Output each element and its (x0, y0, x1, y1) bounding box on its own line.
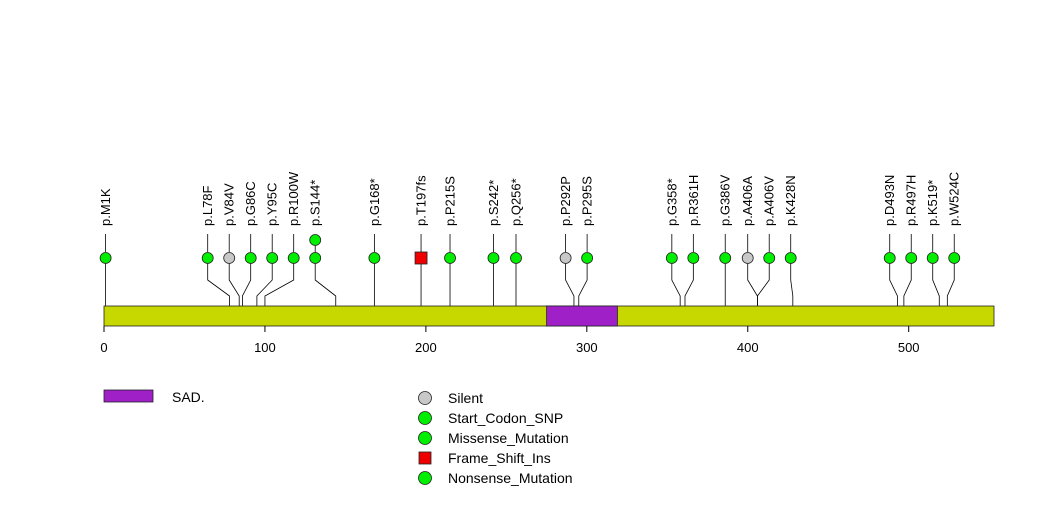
mutation-marker-circle (223, 252, 236, 264)
mutation-marker-circle (948, 252, 961, 264)
mutation-label: p.K428N (783, 175, 798, 226)
mutation-stem (684, 258, 694, 306)
mutation-marker-circle (763, 252, 776, 264)
mutation-marker-circle (510, 252, 522, 264)
axis-tick-label: 0 (100, 340, 107, 355)
mutation-marker-circle (687, 252, 700, 264)
mutation-marker-circle (741, 252, 754, 264)
legend-circle-icon (418, 471, 432, 485)
mutation-marker-circle (559, 252, 572, 264)
mutation-labels: p.M1K p.L78F p.V84V p.G86C p.Y95C p.R100W p.S1… (98, 171, 962, 252)
legend-circle-icon (418, 391, 432, 405)
mutation-label: p.A406V (762, 176, 777, 226)
axis-tick-label: 500 (898, 340, 920, 355)
mutation-label: p.S242* (486, 180, 501, 226)
mutation-marker-circle (266, 252, 279, 264)
mutation-label: p.P295S (580, 176, 595, 226)
mutation-marker-circle (784, 252, 797, 264)
axis-tick-label: 100 (254, 340, 276, 355)
mutation-label: p.S144* (308, 180, 323, 226)
mutation-marker-circle (309, 234, 322, 246)
mutation-stem (671, 258, 681, 306)
mutation-marker-circle (487, 252, 500, 264)
legend-type-label: Frame_Shift_Ins (448, 450, 551, 466)
mutation-stem (228, 258, 240, 306)
domain-sad (546, 305, 618, 327)
mutation-label: p.G386V (718, 174, 733, 226)
mutation-stem (757, 258, 770, 306)
mutation-stem (889, 258, 898, 306)
mutation-marker-circle (287, 252, 300, 264)
mutation-marker-circle (905, 252, 918, 264)
legend-square-icon (418, 451, 432, 465)
mutation-marker-circle (883, 252, 896, 264)
legend-circle-icon (418, 411, 432, 425)
mutation-label: p.R100W (286, 171, 301, 226)
mutation-label: p.R361H (686, 175, 701, 226)
mutation-label: p.D493N (882, 175, 897, 226)
legend-type-label: Nonsense_Mutation (448, 470, 573, 486)
mutation-label: p.Y95C (265, 183, 280, 226)
mutation-label: p.W524C (947, 172, 962, 226)
mutation-stem (256, 258, 273, 306)
mutation-stem (578, 258, 588, 306)
mutation-label: p.R497H (904, 175, 919, 226)
mutation-label: p.K519* (925, 180, 940, 226)
mutation-label: p.G358* (664, 178, 679, 226)
mutation-stem (242, 258, 252, 306)
mutation-marker-circle (444, 252, 456, 264)
mutation-label: p.G168* (367, 178, 382, 226)
mutation-marker-circle (719, 252, 732, 264)
legend-type-label: Start_Codon_SNP (448, 410, 563, 426)
legend-type-label: Missense_Mutation (448, 430, 569, 446)
legend-type-label: Silent (448, 390, 483, 406)
mutation-stem (264, 258, 295, 306)
mutation-label: p.M1K (98, 188, 113, 226)
mutation-label: p.V84V (222, 183, 237, 226)
mutation-label: p.T197fs (414, 175, 429, 226)
axis-tick-label: 200 (415, 340, 437, 355)
mutation-marker-circle (201, 252, 214, 264)
mutation-stem (790, 258, 794, 306)
mutation-stem (747, 258, 758, 306)
mutation-label: p.P215S (443, 176, 458, 226)
mutation-stem (565, 258, 575, 306)
mutation-stem (207, 258, 230, 306)
mutation-stem (932, 258, 940, 306)
axis-tick-label: 400 (737, 340, 759, 355)
legend-domain-label: SAD. (172, 389, 205, 405)
mutation-marker-square (414, 251, 428, 265)
mutation-stem (946, 258, 955, 306)
mutation-marker-circle (244, 252, 257, 264)
mutation-marker-circle (99, 252, 112, 264)
mutation-stem (903, 258, 912, 306)
axis-tick-label: 300 (576, 340, 598, 355)
mutation-label: p.P292P (558, 176, 573, 226)
x-axis: 0 100 200 300 400 500 (100, 326, 920, 355)
mutation-marker-circle (309, 252, 322, 264)
mutation-marker-circle (926, 252, 939, 264)
connector-lines (105, 240, 955, 306)
protein-backbone-group (103, 305, 995, 327)
legend-circle-icon (418, 431, 432, 445)
mutation-markers (99, 234, 961, 265)
mutation-label: p.G86C (243, 181, 258, 226)
mutation-label: p.L78F (200, 185, 215, 226)
legend-domain-swatch (103, 389, 154, 403)
mutation-marker-circle (581, 252, 594, 264)
mutation-marker-circle (368, 252, 381, 264)
mutation-marker-circle (665, 252, 678, 264)
mutation-label: p.A406A (740, 176, 755, 226)
mutation-stem (314, 258, 337, 306)
mutation-label: p.Q256* (509, 178, 524, 226)
